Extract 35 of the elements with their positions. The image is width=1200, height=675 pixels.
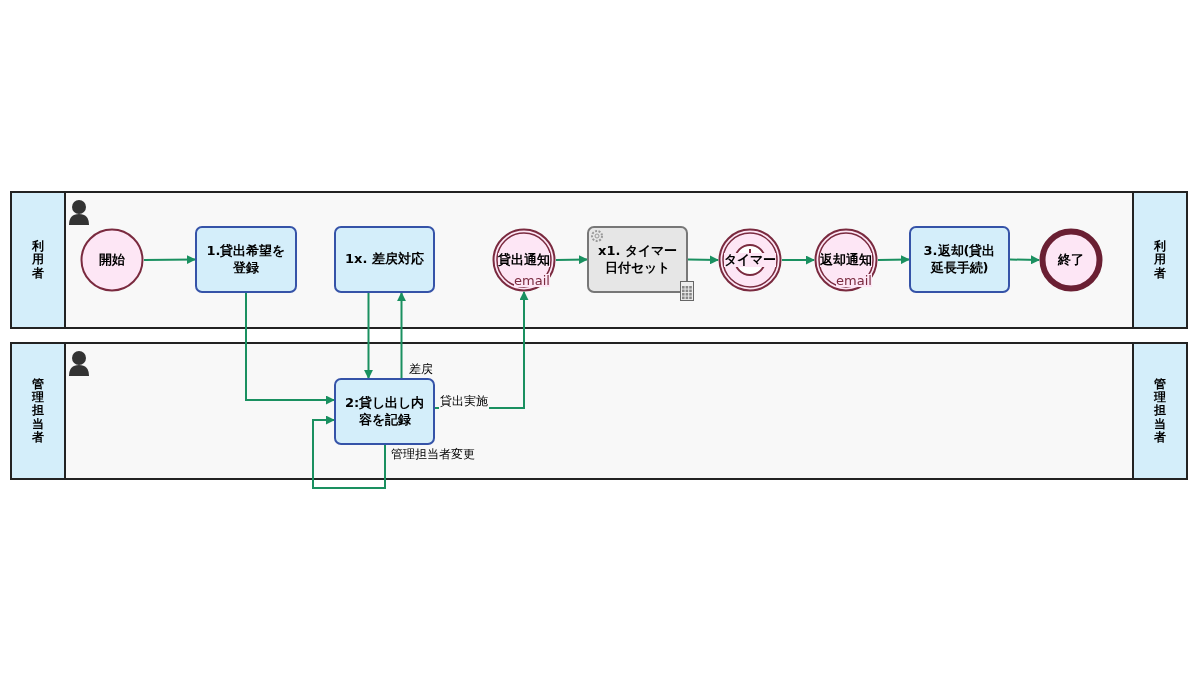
end-event-circle [1039, 228, 1103, 292]
lane-label: 管理担当者 [32, 378, 44, 444]
node-label: 1x. 差戻対応 [345, 251, 424, 268]
sequence-arrow [397, 292, 406, 379]
sequence-arrow [555, 255, 588, 265]
message-event-circle [814, 228, 878, 292]
node-label: 1.貸出希望を登録 [205, 243, 287, 276]
sequence-arrow [364, 292, 373, 379]
swimlane [10, 342, 1188, 480]
event-caption: email [836, 274, 872, 287]
node-label: 2:貸し出し内容を記録 [343, 395, 426, 428]
sequence-arrow [687, 255, 719, 265]
sequence-arrow [312, 415, 386, 489]
node-label: 3.返却(貸出延長手続) [922, 243, 997, 276]
sequence-arrow [1009, 255, 1040, 265]
node-label: x1. タイマー日付セット [597, 243, 678, 276]
message-event-circle [492, 228, 556, 292]
task-box [334, 226, 435, 293]
lane-label: 管理担当者 [1154, 378, 1166, 444]
task-box [909, 226, 1010, 293]
event-caption: email [514, 274, 550, 287]
timer-event-circle [718, 228, 782, 292]
start-event-circle [80, 228, 144, 292]
edge-label: 管理担当者変更 [390, 446, 476, 463]
lane-label: 利用者 [1154, 240, 1166, 280]
sequence-arrow [877, 255, 910, 265]
sequence-arrow [781, 255, 815, 265]
sequence-arrow [143, 255, 196, 265]
sequence-arrow [245, 292, 335, 405]
task-box [195, 226, 297, 293]
lane-label: 利用者 [32, 240, 44, 280]
task-box [334, 378, 435, 445]
edge-label: 差戻 [407, 361, 434, 378]
swimlane [10, 191, 1188, 329]
edge-label: 貸出実施 [439, 393, 489, 410]
